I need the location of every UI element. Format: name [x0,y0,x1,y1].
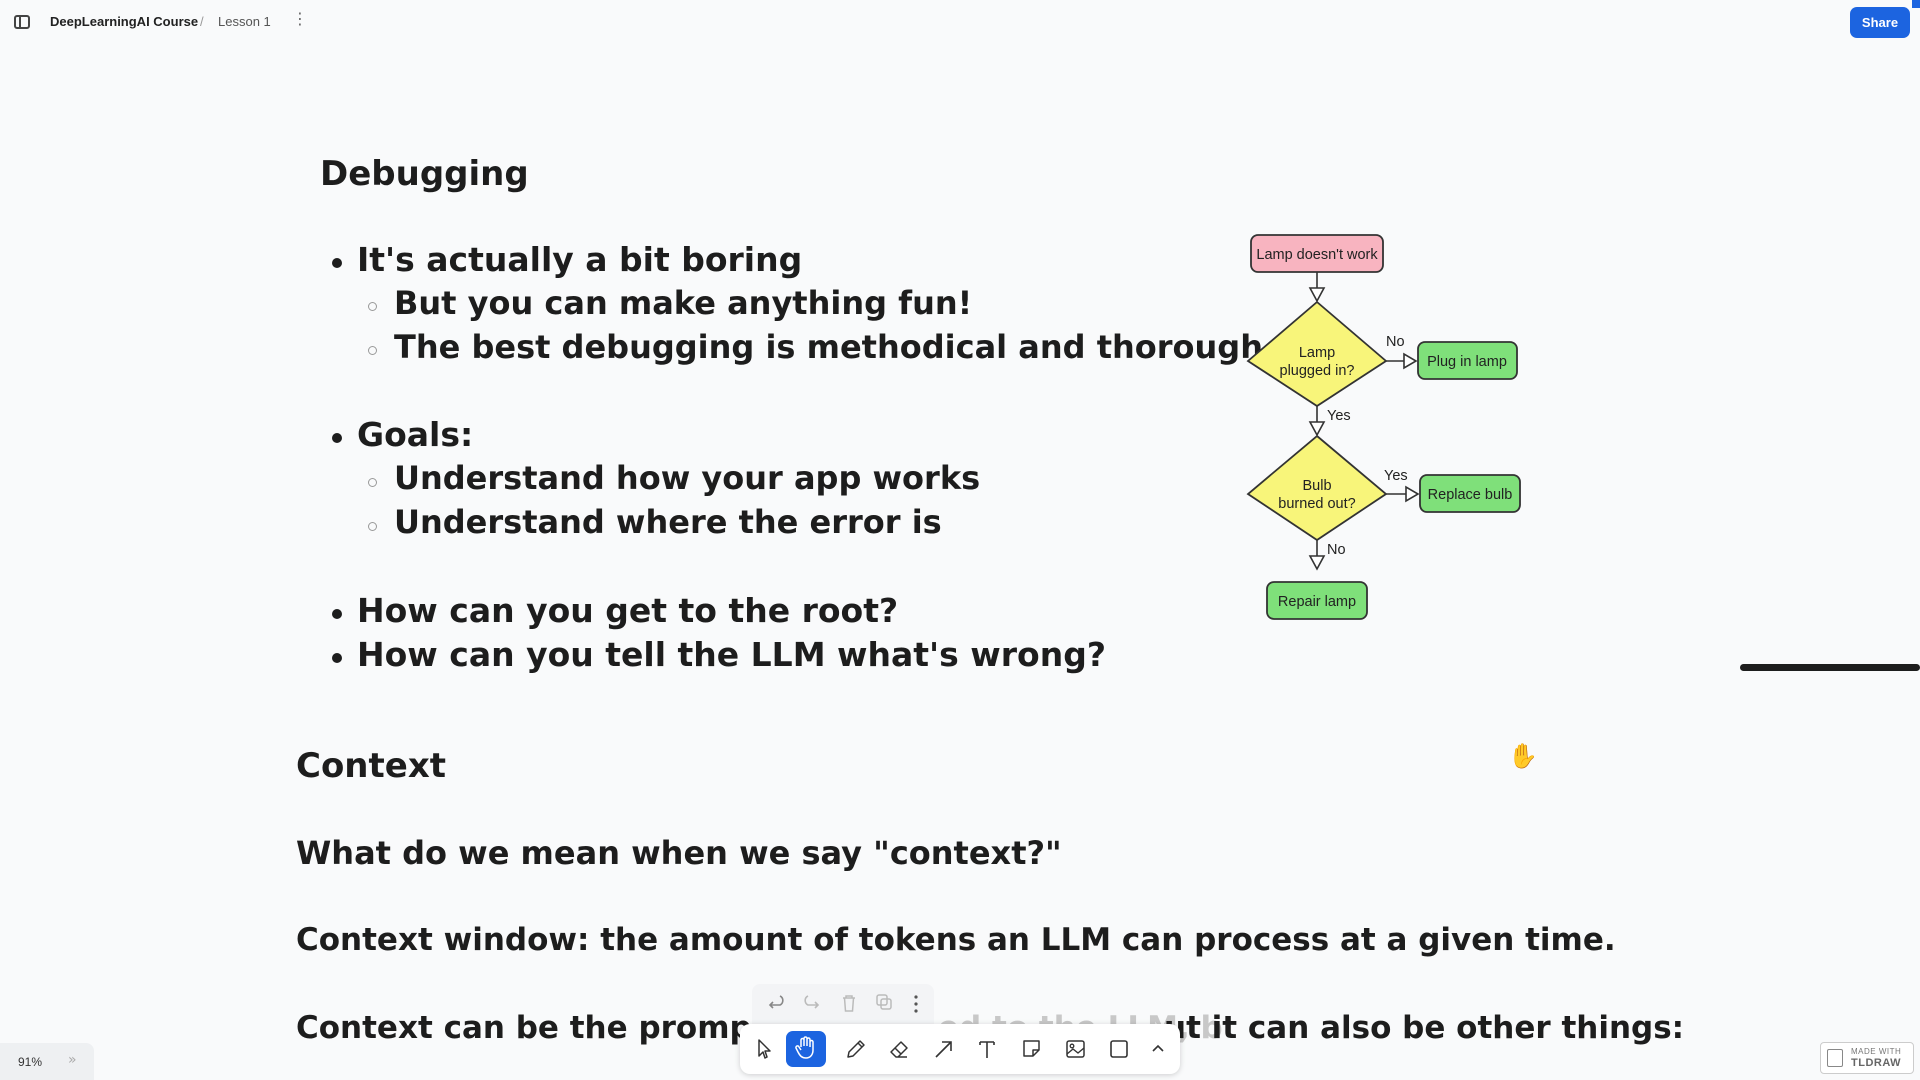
bullet-root: How can you get to the root? [357,591,899,630]
sub-bullet-understand-error: Understand where the error is [394,503,942,541]
arrow-head [1405,485,1420,503]
tldraw-label: TLDRAW [1851,1057,1902,1069]
sub-bullet-understand-app: Understand how your app works [394,459,981,497]
node-label: burned out? [1278,496,1355,512]
drawn-line-shape[interactable] [1740,664,1920,671]
share-button[interactable]: Share [1850,7,1910,38]
undo-icon[interactable] [768,995,784,1009]
sub-bullet-ring [368,302,377,311]
context-prompt-left: Context can be the prompt [296,1010,767,1046]
tldraw-logo-icon [1827,1049,1843,1067]
edge-label-no: No [1386,334,1405,350]
bullet-tell-llm: How can you tell the LLM what's wrong? [357,635,1106,674]
hand-tool-active-bg[interactable] [786,1031,826,1067]
context-window-text: Context window: the amount of tokens an … [296,922,1616,958]
made-with-label: MADE WITH [1851,1047,1902,1056]
zoom-control[interactable]: 91% » [0,1043,94,1080]
action-bar [752,984,934,1024]
note-tool-icon[interactable] [1023,1040,1040,1057]
node-label: Lamp [1299,345,1335,361]
expand-menu-icon[interactable]: » [68,1052,77,1068]
sidebar-toggle-icon[interactable] [14,15,30,29]
debugging-title: Debugging [320,154,529,194]
edge-label-no: No [1327,542,1346,558]
node-label: plugged in? [1280,363,1355,379]
zoom-level[interactable]: 91% [18,1055,43,1069]
breadcrumb-course[interactable]: DeepLearningAI Course [50,14,199,29]
edge-label-yes: Yes [1384,468,1408,484]
more-actions-icon[interactable] [914,995,918,1013]
sub-bullet-ring [368,478,377,487]
node-label: Lamp doesn't work [1256,247,1378,263]
bullet-goals: Goals: [357,415,474,454]
arrow-head [1308,555,1326,571]
breadcrumb-separator: / [200,14,204,29]
page-menu-icon[interactable]: ⋮ [292,9,308,28]
eraser-tool-icon[interactable] [890,1041,908,1058]
redo-icon[interactable] [804,995,820,1009]
bullet-boring: It's actually a bit boring [357,240,803,279]
node-label: Plug in lamp [1427,354,1507,370]
hand-tool-icon[interactable] [795,1036,814,1059]
arrow-head [1308,287,1326,303]
bullet-dot [332,653,342,663]
edge-label-yes: Yes [1327,408,1351,424]
hand-cursor-icon: ✋ [1508,742,1538,770]
node-plug-in-lamp[interactable] [1417,341,1518,380]
breadcrumb-lesson[interactable]: Lesson 1 [218,14,271,29]
tool-bar [740,1024,1180,1074]
lamp-flowchart[interactable]: Lamp doesn't work Lamp plugged in? No Pl… [1240,224,1540,624]
select-tool-icon[interactable] [758,1039,771,1059]
node-replace-bulb[interactable] [1419,474,1521,513]
sub-bullet-fun: But you can make anything fun! [394,284,973,322]
bullet-dot [332,258,342,268]
node-label: Repair lamp [1278,594,1356,610]
sub-bullet-ring [368,522,377,531]
arrow-tool-icon[interactable] [935,1041,952,1058]
context-prompt-right: ut it can also be other things: [1164,1010,1685,1046]
media-tool-icon[interactable] [1066,1040,1085,1058]
made-with-tldraw-badge[interactable]: MADE WITH TLDRAW [1820,1042,1914,1074]
node-repair-lamp[interactable] [1266,581,1368,620]
delete-icon[interactable] [843,995,855,1012]
more-tools-chevron-up-icon[interactable] [1152,1044,1164,1052]
duplicate-icon[interactable] [876,994,892,1010]
bullet-dot [332,609,342,619]
arrow-head [1308,421,1326,437]
context-question: What do we mean when we say "context?" [296,834,1062,872]
drawing-canvas[interactable]: Debugging It's actually a bit boring But… [0,46,1920,1080]
context-title: Context [296,746,447,786]
draw-tool-icon[interactable] [847,1040,865,1058]
sub-bullet-ring [368,346,377,355]
node-label: Bulb [1302,478,1331,494]
corner-badge [1912,0,1920,8]
bullet-dot [332,433,342,443]
arrow-head [1403,352,1418,370]
sub-bullet-methodical: The best debugging is methodical and tho… [394,328,1263,366]
top-bar: DeepLearningAI Course / Lesson 1 ⋮ Share [0,0,1920,46]
text-tool-icon[interactable] [979,1041,995,1058]
node-label: Replace bulb [1428,487,1513,503]
rectangle-tool-icon[interactable] [1110,1040,1128,1058]
